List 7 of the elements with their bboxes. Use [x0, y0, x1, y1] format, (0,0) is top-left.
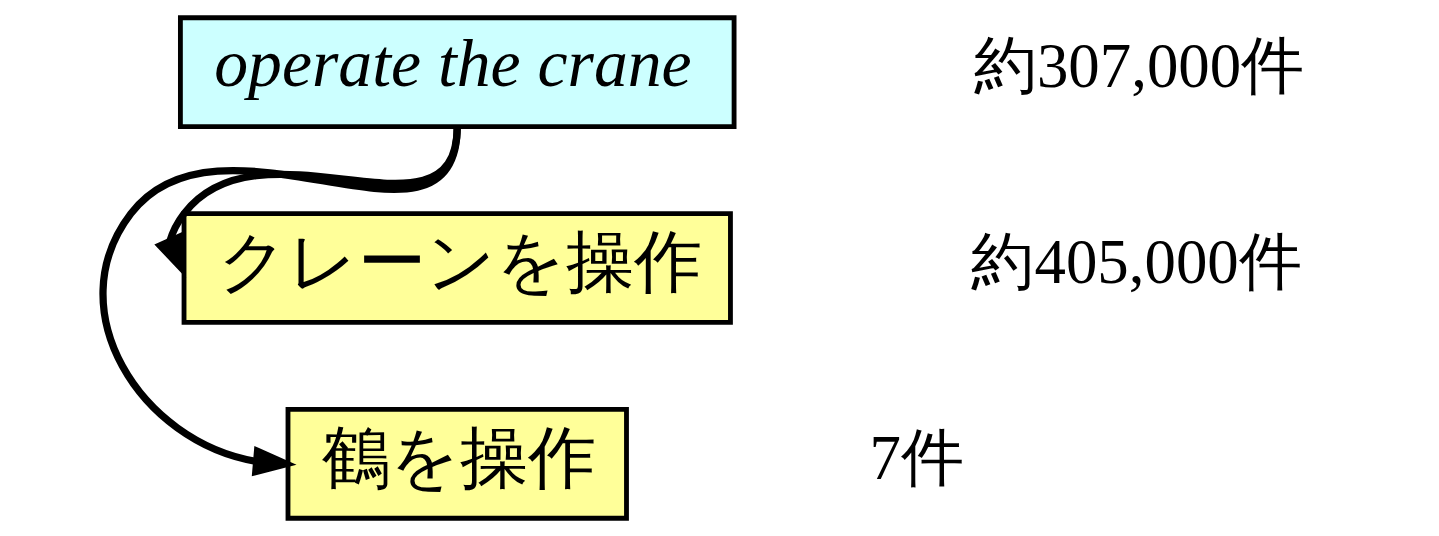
node-label: 約307,000件 — [973, 31, 1304, 102]
node-label: 7件 — [868, 423, 964, 494]
node-label: 約405,000件 — [971, 227, 1302, 298]
node-box: operate the crane — [177, 15, 736, 129]
arrow — [99, 126, 461, 477]
node-box: クレーンを操作 — [181, 211, 733, 325]
node-box: 鶴を操作 — [285, 407, 629, 521]
